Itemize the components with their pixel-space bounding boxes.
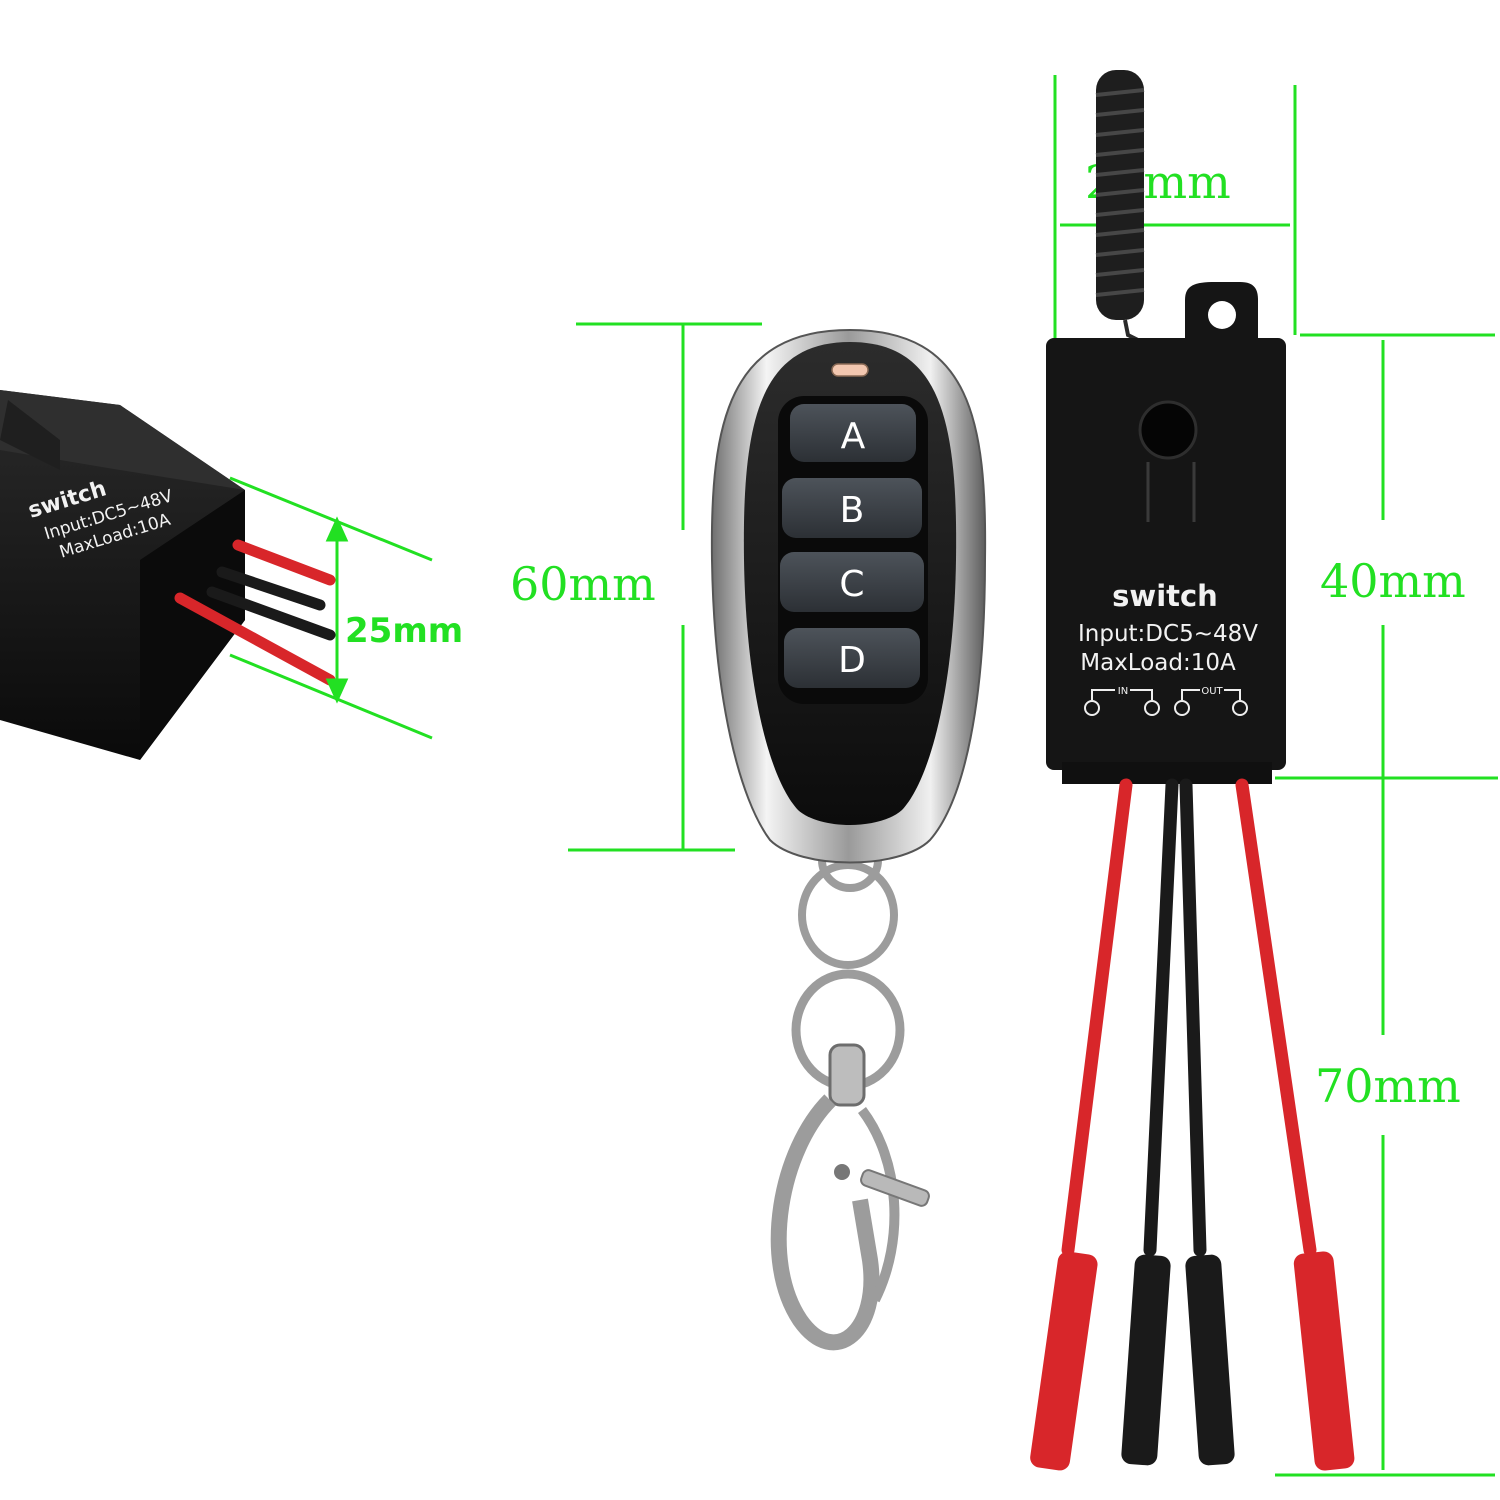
remote-dimension: [568, 322, 762, 852]
button-b-label: B: [840, 490, 865, 531]
keychain: [770, 828, 930, 1351]
remote-height-label: 60mm: [510, 557, 656, 611]
in-label: IN: [1118, 686, 1128, 697]
receiver-body: [1046, 338, 1286, 770]
button-a[interactable]: A: [790, 404, 916, 462]
terminal-diagram: [1084, 689, 1248, 716]
button-d[interactable]: D: [784, 628, 920, 688]
button-c-label: C: [839, 564, 864, 605]
button-d-label: D: [838, 640, 866, 681]
out-label: OUT: [1201, 686, 1223, 697]
remote-buttons[interactable]: A B C D: [780, 404, 924, 688]
led-indicator: [831, 363, 869, 377]
button-c[interactable]: C: [780, 552, 924, 612]
receiver-brand-text: switch: [1112, 579, 1218, 613]
button-a-label: A: [841, 416, 866, 457]
receiver-body-height-label: 40mm: [1320, 554, 1466, 608]
wire-length-label: 70mm: [1315, 1059, 1461, 1113]
remote-control: A B C D: [710, 328, 987, 1351]
button-b[interactable]: B: [782, 478, 922, 538]
antenna: [1095, 70, 1145, 342]
wire-ends: [1030, 1251, 1355, 1471]
side-wires: [174, 539, 336, 686]
receiver-input-text: Input:DC5~48V: [1078, 621, 1258, 647]
receiver-maxload-text: MaxLoad:10A: [1080, 650, 1236, 676]
receiver-wires: [1061, 778, 1317, 1257]
side-height-label: 25mm: [345, 611, 463, 651]
mount-hole: [1208, 301, 1236, 329]
side-dimension: [229, 476, 433, 740]
pairing-button[interactable]: [1138, 400, 1198, 460]
receiver-dimensions: [1053, 75, 1498, 1477]
side-module: switch Input:DC5~48V MaxLoad:10A 25mm: [0, 390, 463, 760]
receiver-module: switch Input:DC5~48V MaxLoad:10A IN OUT: [1030, 70, 1355, 1471]
